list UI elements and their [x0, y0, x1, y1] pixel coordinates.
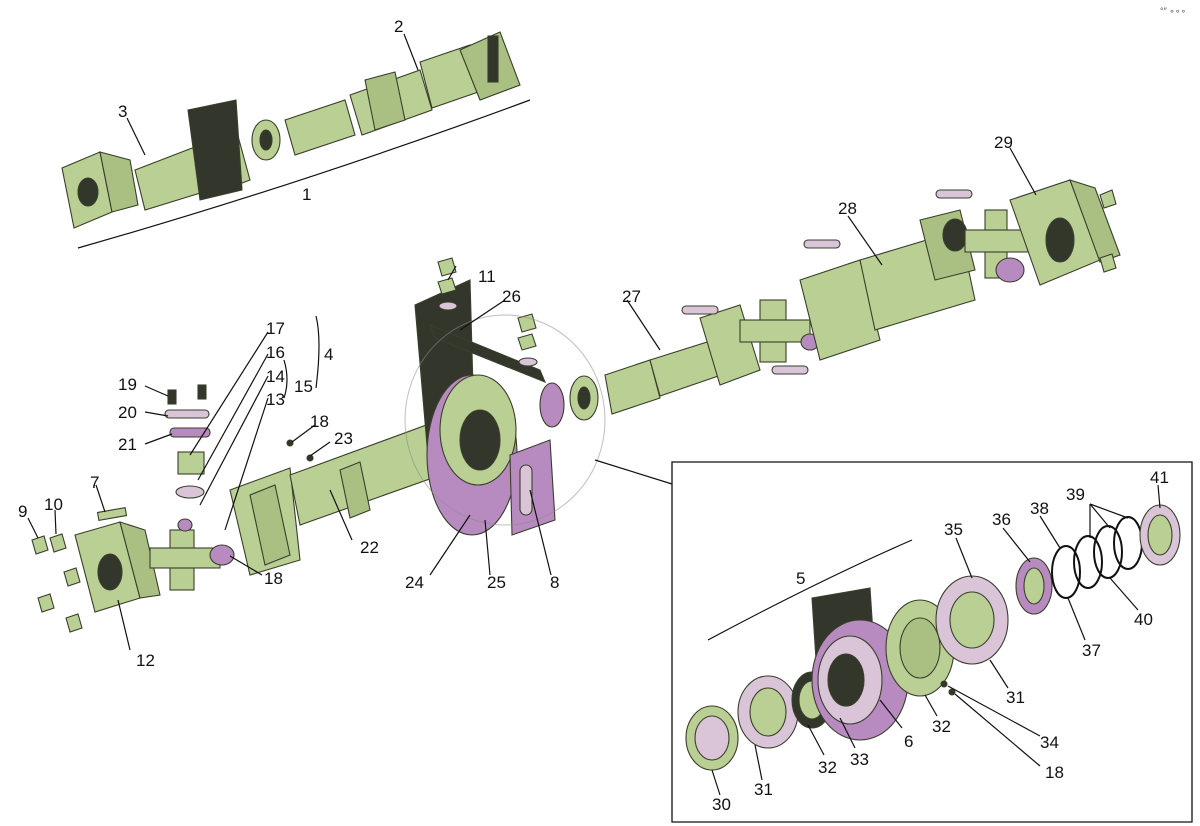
- leader-lines: [27, 33, 1161, 796]
- label-37: 37: [1082, 641, 1101, 660]
- label-34: 34: [1040, 733, 1059, 752]
- label-16: 16: [266, 343, 285, 362]
- part-number-labels: 1 2 3 4 5 6 7 8 9 10 11 12 13 14 15 16 1…: [18, 17, 1169, 814]
- label-32a: 32: [818, 758, 837, 777]
- label-38: 38: [1030, 499, 1049, 518]
- label-23: 23: [334, 429, 353, 448]
- label-33: 33: [850, 750, 869, 769]
- label-31b: 31: [1006, 688, 1025, 707]
- label-35: 35: [944, 520, 963, 539]
- label-2: 2: [394, 17, 403, 36]
- label-40: 40: [1134, 610, 1153, 629]
- label-6: 6: [904, 732, 913, 751]
- label-7: 7: [90, 473, 99, 492]
- label-18c: 18: [1045, 763, 1064, 782]
- label-3: 3: [118, 102, 127, 121]
- watermark-circle: [404, 314, 606, 526]
- label-30: 30: [712, 795, 731, 814]
- label-20: 20: [118, 403, 137, 422]
- label-19: 19: [118, 375, 137, 394]
- label-14: 14: [266, 367, 285, 386]
- label-13: 13: [266, 390, 285, 409]
- label-9: 9: [18, 502, 27, 521]
- label-31a: 31: [754, 780, 773, 799]
- label-27: 27: [622, 287, 641, 306]
- label-1: 1: [302, 185, 311, 204]
- corner-mark: °″ ∘∘∘: [1160, 6, 1186, 16]
- label-32b: 32: [932, 717, 951, 736]
- label-41: 41: [1150, 468, 1169, 487]
- label-4: 4: [324, 345, 333, 364]
- label-22: 22: [360, 538, 379, 557]
- top-shaft-assembly: [61, 31, 531, 249]
- label-15: 15: [294, 377, 313, 396]
- label-17: 17: [266, 319, 285, 338]
- label-28: 28: [838, 199, 857, 218]
- label-8: 8: [550, 573, 559, 592]
- label-24: 24: [405, 573, 424, 592]
- label-25: 25: [487, 573, 506, 592]
- nut-set-left: [31, 533, 83, 633]
- label-21: 21: [118, 435, 137, 454]
- label-18a: 18: [310, 412, 329, 431]
- label-29: 29: [994, 133, 1013, 152]
- label-39: 39: [1066, 485, 1085, 504]
- label-26: 26: [502, 287, 521, 306]
- label-36: 36: [992, 510, 1011, 529]
- label-10: 10: [44, 495, 63, 514]
- main-shaft-assembly: [31, 179, 1121, 633]
- center-bearing-inset: [594, 459, 1193, 823]
- label-18b: 18: [264, 569, 283, 588]
- label-12: 12: [136, 651, 155, 670]
- label-11: 11: [478, 267, 496, 286]
- label-5: 5: [796, 569, 805, 588]
